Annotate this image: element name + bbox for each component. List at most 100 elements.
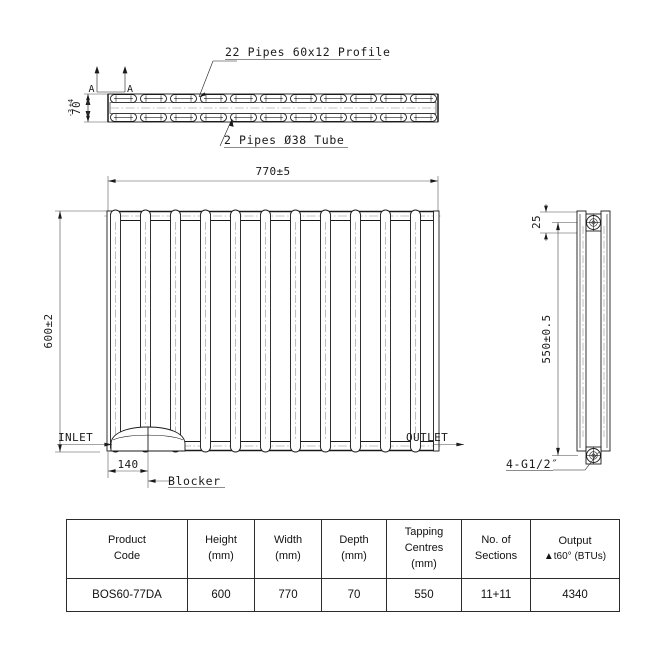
leader-blocker-label: Blocker: [168, 474, 221, 488]
section-marker-right: A: [122, 66, 133, 95]
pipe-column: [260, 209, 271, 453]
header-width-line2: (mm): [275, 550, 301, 562]
tapping-centres-value: 550±0.5: [540, 314, 553, 363]
blocker-dome: [110, 426, 186, 452]
header-tapping-centres-line2: Centres: [404, 542, 444, 555]
pipe-profile: [380, 112, 407, 122]
header-output-line1: Output: [558, 534, 592, 547]
outlet-marker: OUTLET: [406, 431, 464, 447]
pipe-column: [170, 209, 181, 453]
pipe-column: [380, 209, 391, 453]
pipe-column: [350, 209, 361, 453]
pipe-column: [230, 209, 241, 453]
front-view-pipe-columns: [110, 209, 421, 453]
specification-table-container: Product Code Height (mm) Width (mm) Dept…: [66, 519, 620, 612]
header-product-code-line2: Code: [113, 550, 141, 562]
pipe-profile: [260, 94, 287, 104]
height-dimension: 600±2: [42, 210, 110, 453]
leader-pipes-profile-label: 22 Pipes 60x12 Profile: [225, 45, 391, 59]
pipe-profile: [200, 94, 227, 104]
header-product-code: Product Code: [66, 519, 188, 579]
header-tapping-centres: Tapping Centres (mm): [386, 519, 462, 579]
pipe-profile: [140, 112, 167, 122]
pipe-profile: [230, 94, 257, 104]
depth-tolerance-lower: -3: [67, 109, 75, 117]
section-mark-right-label: A: [127, 84, 133, 95]
leader-pipes-tube: 2 Pipes Ø38 Tube: [219, 118, 344, 147]
header-sections-line2: Sections: [474, 550, 518, 562]
pipe-profile: [410, 112, 437, 122]
section-marker-left: A: [89, 66, 100, 95]
side-top-offset-dimension: 25: [530, 204, 578, 241]
pipe-column: [320, 209, 331, 453]
table-header: Product Code Height (mm) Width (mm) Dept…: [66, 519, 620, 579]
depth-dimension-value: 70: [70, 101, 83, 115]
pipe-profile: [350, 94, 377, 104]
pipe-profile: [350, 112, 377, 122]
width-dimension-value: 770±5: [255, 165, 290, 178]
pipe-column: [290, 209, 301, 453]
leader-thread-label: 4-G1/2″: [506, 457, 559, 471]
cell-width: 770: [254, 578, 322, 612]
table-row: BOS60-77DA 600 770 70 550 11+11 4340: [66, 578, 620, 612]
header-output-line2: ▲t60° (BTUs): [543, 550, 607, 562]
header-height-line1: Height: [205, 534, 237, 547]
top-view-lower-pipes: [110, 112, 437, 122]
header-depth: Depth (mm): [321, 519, 387, 579]
leader-pipes-tube-label: 2 Pipes Ø38 Tube: [224, 133, 344, 147]
table-body: BOS60-77DA 600 770 70 550 11+11 4340: [66, 578, 620, 612]
header-output: Output ▲t60° (BTUs): [530, 519, 620, 579]
inlet-marker: INLET: [57, 431, 112, 447]
side-profile-rails: [576, 210, 611, 452]
pipe-column: [200, 209, 211, 453]
pipe-profile: [320, 112, 347, 122]
pipe-column: [110, 209, 121, 453]
side-view: 25 550±0.5: [506, 204, 611, 471]
pipe-column: [140, 209, 151, 453]
outlet-label: OUTLET: [406, 431, 448, 444]
pipe-profile: [290, 94, 317, 104]
header-tapping-centres-line1: Tapping: [404, 526, 444, 539]
cell-depth: 70: [321, 578, 387, 612]
front-view: 770±5 600±2: [42, 165, 464, 488]
leader-pipes-profile: 22 Pipes 60x12 Profile: [198, 45, 391, 98]
header-depth-line1: Depth: [339, 534, 369, 547]
width-dimension: 770±5: [107, 165, 439, 212]
blocker-dimension-value: 140: [117, 458, 138, 471]
header-product-code-line1: Product: [108, 534, 146, 547]
pipe-profile: [140, 94, 167, 104]
header-tapping-centres-line3: (mm): [411, 557, 437, 570]
cell-product-code: BOS60-77DA: [66, 578, 188, 612]
header-depth-line2: (mm): [341, 550, 367, 562]
depth-tolerance-upper: +4: [67, 99, 75, 107]
header-sections: No. of Sections: [461, 519, 531, 579]
pipe-profile: [200, 112, 227, 122]
pipe-profile: [110, 112, 137, 122]
pipe-column: [410, 209, 421, 453]
pipe-profile: [170, 112, 197, 122]
cell-tapping-centres: 550: [386, 578, 462, 612]
header-height-line2: (mm): [208, 550, 234, 562]
blocker-dimension: 140: [107, 452, 149, 488]
header-width-line1: Width: [273, 534, 303, 547]
tapping-connector-bottom: [585, 446, 602, 465]
tapping-centres-dimension: 550±0.5: [540, 222, 578, 456]
pipe-profile: [230, 112, 257, 122]
pipe-profile: [410, 94, 437, 104]
pipe-profile: [260, 112, 287, 122]
top-view-upper-pipes: [110, 94, 437, 104]
pipe-profile: [320, 94, 347, 104]
section-mark-left-label: A: [89, 84, 95, 95]
pipe-profile: [170, 94, 197, 104]
leader-thread-spec: 4-G1/2″: [506, 451, 600, 471]
height-dimension-value: 600±2: [42, 313, 55, 348]
header-sections-line1: No. of: [481, 534, 511, 547]
specification-table: Product Code Height (mm) Width (mm) Dept…: [66, 519, 620, 612]
pipe-profile: [110, 94, 137, 104]
pipe-profile: [290, 112, 317, 122]
side-top-offset-value: 25: [530, 215, 543, 229]
inlet-label: INLET: [58, 431, 93, 444]
cell-output: 4340: [530, 578, 620, 612]
